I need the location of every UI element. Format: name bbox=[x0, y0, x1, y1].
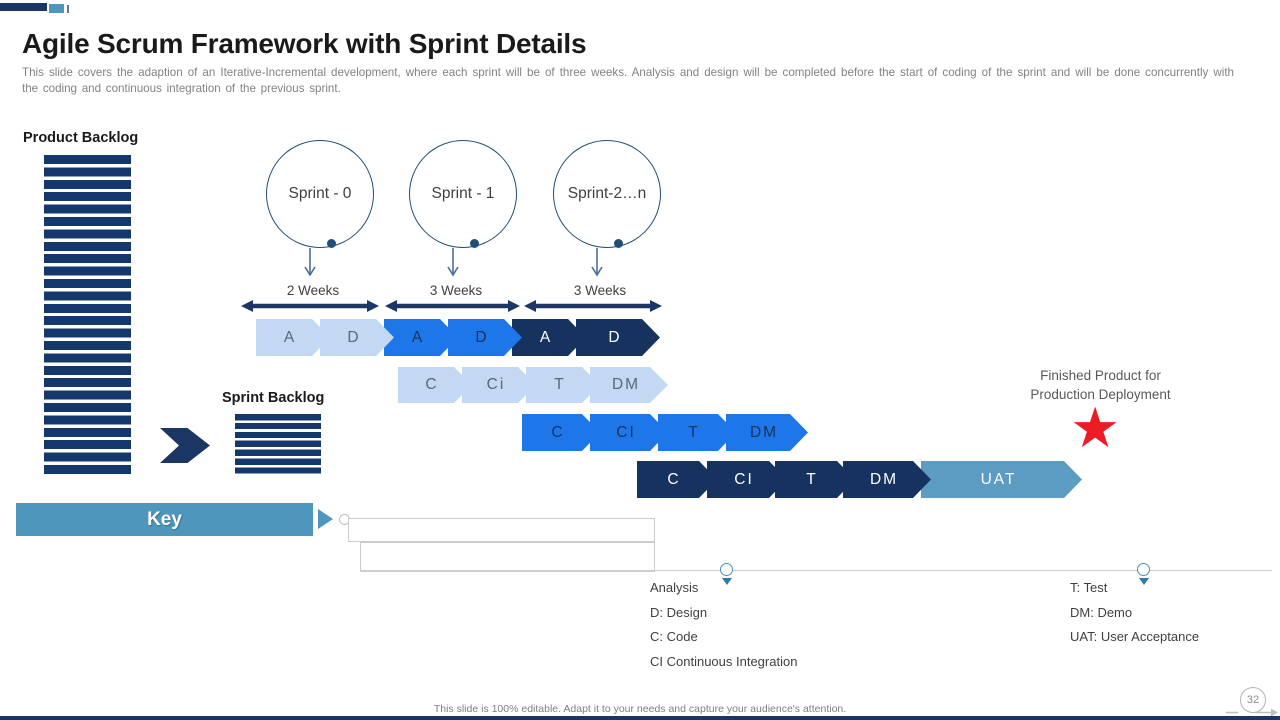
week-label-1: 3 Weeks bbox=[429, 283, 483, 298]
page-number-badge: 32 bbox=[1240, 687, 1266, 713]
sprint-backlog-label: Sprint Backlog bbox=[222, 390, 325, 406]
slide-subtitle: This slide covers the adaption of an Ite… bbox=[22, 66, 1234, 95]
process-step-c: C bbox=[637, 461, 717, 498]
process-step-dm: DM bbox=[590, 367, 668, 403]
process-step-t: T bbox=[658, 414, 736, 451]
top-accent-sliver bbox=[67, 5, 69, 13]
sprint-dot-2 bbox=[614, 239, 623, 248]
sprint-dot-1 bbox=[470, 239, 479, 248]
legend-connector-line bbox=[360, 570, 1272, 571]
legend-connector-circle-1 bbox=[720, 563, 733, 576]
process-step-ci: CI bbox=[590, 414, 668, 451]
key-banner: Key bbox=[16, 503, 313, 536]
legend-item: C: Code bbox=[650, 629, 698, 644]
legend-pointer-icon-1 bbox=[722, 578, 732, 585]
legend-connector-circle-2 bbox=[1137, 563, 1150, 576]
process-step-a: A bbox=[384, 319, 458, 356]
week-label-0: 2 Weeks bbox=[286, 283, 340, 298]
process-step-c: C bbox=[398, 367, 472, 403]
sprint-dot-0 bbox=[327, 239, 336, 248]
sprint-backlog-stack bbox=[235, 414, 321, 476]
process-step-t: T bbox=[526, 367, 600, 403]
product-backlog-label: Product Backlog bbox=[23, 130, 139, 146]
legend-column-1: Analysis D: Design C: Code CI Continuous In… bbox=[650, 576, 797, 674]
process-step-a: A bbox=[512, 319, 586, 356]
star-icon: ★ bbox=[1070, 396, 1121, 459]
key-pointer-icon bbox=[318, 509, 333, 529]
key-callout-box-1 bbox=[348, 518, 655, 542]
process-step-d: D bbox=[576, 319, 660, 356]
product-backlog-stack bbox=[44, 155, 131, 477]
process-step-ci: CI bbox=[707, 461, 787, 498]
page-title: Agile Scrum Framework with Sprint Detail… bbox=[22, 28, 587, 59]
legend-item: DM: Demo bbox=[1070, 604, 1133, 620]
legend-item: Analysis bbox=[650, 580, 699, 595]
week-label-2: 3 Weeks bbox=[573, 283, 627, 298]
process-step-uat: UAT bbox=[921, 461, 1082, 498]
sprint-circle-0: Sprint - 0 bbox=[266, 140, 374, 248]
key-callout-box-2 bbox=[360, 542, 655, 572]
legend-pointer-icon-2 bbox=[1139, 578, 1149, 585]
legend-item: CI Continuous Integration bbox=[650, 653, 798, 669]
process-step-dm: DM bbox=[726, 414, 808, 451]
process-step-t: T bbox=[775, 461, 855, 498]
process-step-a: A bbox=[256, 319, 330, 356]
process-step-ci: Ci bbox=[462, 367, 536, 403]
finished-product-label: Finished Product for Production Deployme… bbox=[1030, 368, 1171, 402]
top-accent-square bbox=[49, 4, 64, 13]
legend-item: UAT: User Acceptance bbox=[1070, 629, 1200, 644]
footer-note: This slide is 100% editable. Adapt it to… bbox=[433, 703, 847, 715]
top-accent-bar bbox=[0, 3, 47, 11]
legend-item: T: Test bbox=[1070, 580, 1108, 595]
legend-item: D: Design bbox=[650, 604, 708, 620]
transfer-arrow-icon bbox=[160, 428, 210, 463]
sprint-circle-1: Sprint - 1 bbox=[409, 140, 517, 248]
bottom-accent-bar bbox=[0, 716, 1280, 720]
sprint-circle-2: Sprint-2…n bbox=[553, 140, 661, 248]
process-step-c: C bbox=[522, 414, 600, 451]
process-step-dm: DM bbox=[843, 461, 931, 498]
process-step-d: D bbox=[448, 319, 522, 356]
process-step-d: D bbox=[320, 319, 394, 356]
